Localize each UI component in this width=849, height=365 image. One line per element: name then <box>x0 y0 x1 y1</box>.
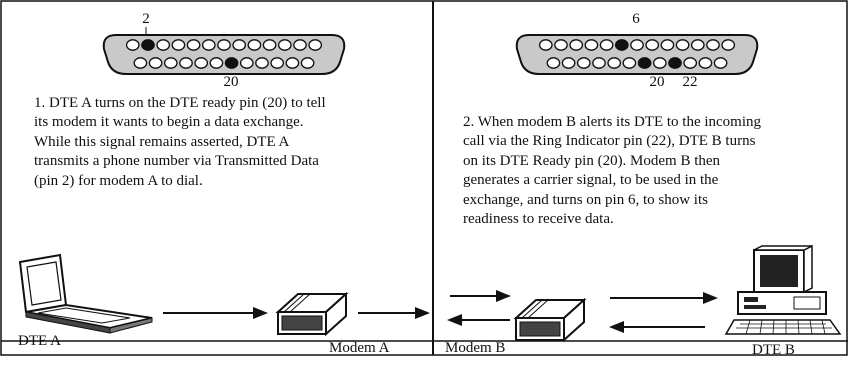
modem-a-label: Modem A <box>329 340 390 356</box>
connector-pin <box>675 39 690 51</box>
connector-pin <box>584 39 599 51</box>
panel1-description: 1. DTE A turns on the DTE ready pin (20)… <box>34 94 326 191</box>
connector-pin <box>713 57 728 69</box>
outer-frame <box>0 0 848 356</box>
connector-pin <box>660 39 675 51</box>
dte-b-label: DTE B <box>752 342 795 358</box>
connector-pin <box>706 39 720 51</box>
connector-pin <box>156 39 171 51</box>
connector-pin <box>622 57 637 69</box>
connector-pin <box>171 39 186 51</box>
arrow-right-icon <box>358 307 430 319</box>
panel2-description: 2. When modem B alerts its DTE to the in… <box>463 113 761 229</box>
connector-pin <box>569 39 584 51</box>
connector-pin-active <box>141 39 155 51</box>
connector-pin <box>300 57 315 69</box>
modem-a-icon <box>275 291 349 337</box>
description-line: its modem it wants to begin a data excha… <box>34 114 304 131</box>
connector-pin <box>262 39 277 51</box>
modem-b-icon <box>513 297 587 343</box>
connector-pin <box>576 57 591 69</box>
connector-pin-active <box>668 57 682 69</box>
connector-pin <box>630 39 644 51</box>
description-line: While this signal remains asserted, DTE … <box>34 133 290 150</box>
arrow-right-icon <box>163 307 268 319</box>
connector-pin <box>554 39 568 51</box>
connector-pin <box>217 39 231 51</box>
connector-pin <box>683 57 698 69</box>
connector-pin <box>247 39 262 51</box>
arrow-right-icon <box>450 290 511 302</box>
connector-pin <box>133 57 148 69</box>
panel2-pin-bottom-label-22: 22 <box>683 74 698 90</box>
connector-pin <box>125 39 140 51</box>
description-line: call via the Ring Indicator pin (22), DT… <box>463 133 756 150</box>
arrow-left-icon <box>609 321 705 333</box>
modem-b-label: Modem B <box>445 340 505 356</box>
connector-pin <box>232 39 247 51</box>
connector-pin <box>201 39 216 51</box>
connector-pin <box>592 57 606 69</box>
panel2-pin-top-label: 6 <box>632 11 640 27</box>
description-line: generates a carrier signal, to be used i… <box>463 172 719 189</box>
connector-pin <box>148 57 163 69</box>
description-line: (pin 2) for modem A to dial. <box>34 172 203 189</box>
description-line: on its DTE Ready pin (20). Modem B then <box>463 152 721 169</box>
connector-pin <box>690 39 705 51</box>
desktop-computer-icon <box>724 244 842 335</box>
connector-pin <box>255 57 269 69</box>
connector-pin <box>285 57 300 69</box>
connector-pin <box>308 39 323 51</box>
description-line: exchange, and turns on pin 6, to show it… <box>463 191 708 208</box>
connector-pin <box>239 57 254 69</box>
connector-pin <box>277 39 292 51</box>
connector-pin <box>607 57 622 69</box>
connector-pin <box>293 39 307 51</box>
connector-pin-active <box>614 39 629 51</box>
description-line: readiness to receive data. <box>463 211 614 228</box>
connector-pin <box>546 57 561 69</box>
connector-pin <box>270 57 285 69</box>
connector-pin <box>163 57 178 69</box>
connector-pin <box>561 57 576 69</box>
description-line: 2. When modem B alerts its DTE to the in… <box>463 114 762 130</box>
connector-pin <box>179 57 193 69</box>
connector-pin <box>186 39 201 51</box>
connector-pin <box>194 57 209 69</box>
connector-pin <box>652 57 667 69</box>
connector-pin-active <box>637 57 652 69</box>
connector-pin <box>645 39 660 51</box>
connector-pin <box>698 57 713 69</box>
arrow-right-icon <box>610 292 718 304</box>
panel2-pin-bottom-label-20: 20 <box>650 74 665 90</box>
connector-pin <box>599 39 614 51</box>
connector-pin-active <box>224 57 239 69</box>
panel1-pin-top-label: 2 <box>142 11 150 27</box>
dte-a-label: DTE A <box>18 333 61 349</box>
description-line: transmits a phone number via Transmitted… <box>34 153 319 170</box>
db25-connector-panel1 <box>102 34 346 75</box>
laptop-icon <box>18 253 153 334</box>
description-line: 1. DTE A turns on the DTE ready pin (20)… <box>34 95 326 111</box>
arrow-left-icon <box>447 314 510 326</box>
connector-pin <box>209 57 224 69</box>
panel1-pin-bottom-label: 20 <box>224 74 239 90</box>
connector-pin <box>721 39 736 51</box>
connector-pin <box>538 39 553 51</box>
db25-connector-panel2 <box>515 34 759 75</box>
